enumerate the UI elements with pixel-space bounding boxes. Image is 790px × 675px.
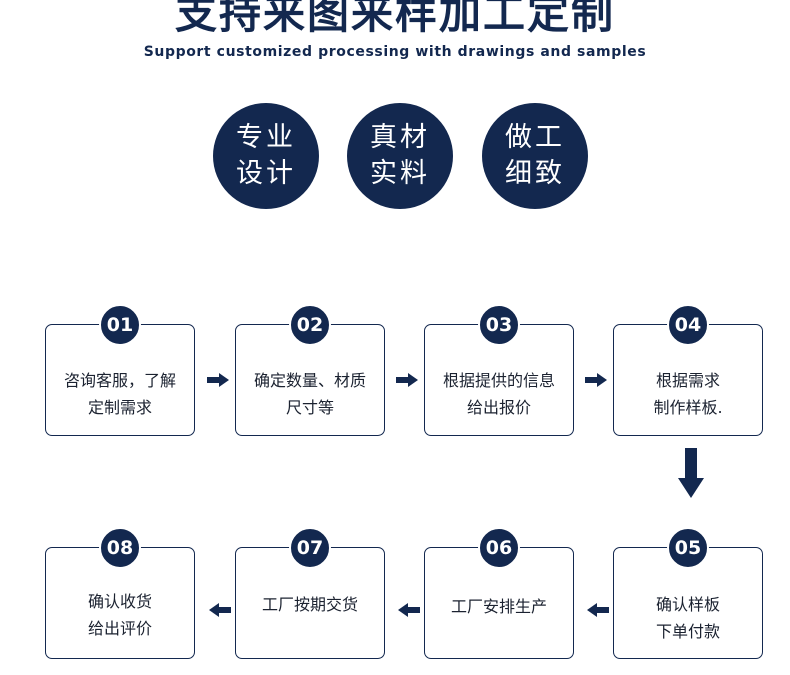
step-text: 确定数量、材质 尺寸等 bbox=[236, 367, 384, 421]
arrow-right-icon bbox=[207, 373, 229, 387]
arrow-left-icon bbox=[209, 603, 231, 617]
feature-circle-design: 专业 设计 bbox=[213, 103, 319, 209]
step-number-badge: 07 bbox=[289, 527, 331, 569]
step-number-badge: 01 bbox=[99, 304, 141, 346]
step-card-03: 03 根据提供的信息 给出报价 bbox=[424, 304, 574, 436]
feature-line: 实料 bbox=[370, 158, 430, 189]
step-number-badge: 04 bbox=[667, 304, 709, 346]
step-line: 根据需求 bbox=[655, 371, 720, 390]
step-line: 确定数量、材质 bbox=[253, 371, 366, 390]
step-card-08: 08 确认收货 给出评价 bbox=[45, 527, 195, 659]
step-line: 确认样板 bbox=[655, 595, 720, 614]
step-line: 根据提供的信息 bbox=[442, 371, 555, 390]
step-text: 根据需求 制作样板. bbox=[614, 367, 762, 421]
step-number-badge: 08 bbox=[99, 527, 141, 569]
arrow-right-icon bbox=[396, 373, 418, 387]
step-text: 咨询客服，了解 定制需求 bbox=[46, 367, 194, 421]
feature-line: 做工 bbox=[505, 122, 565, 153]
step-text: 根据提供的信息 给出报价 bbox=[425, 367, 573, 421]
feature-line: 真材 bbox=[370, 122, 430, 153]
step-card-04: 04 根据需求 制作样板. bbox=[613, 304, 763, 436]
step-text: 工厂按期交货 bbox=[236, 591, 384, 618]
step-line: 定制需求 bbox=[87, 398, 152, 417]
feature-line: 细致 bbox=[505, 158, 565, 189]
step-line: 制作样板. bbox=[653, 398, 723, 417]
step-line: 给出报价 bbox=[466, 398, 531, 417]
page-subtitle: Support customized processing with drawi… bbox=[143, 44, 647, 60]
step-card-07: 07 工厂按期交货 bbox=[235, 527, 385, 659]
step-line: 下单付款 bbox=[655, 622, 720, 641]
arrow-down-icon bbox=[678, 448, 704, 498]
arrow-left-icon bbox=[587, 603, 609, 617]
feature-circle-craft: 做工 细致 bbox=[482, 103, 588, 209]
page-title: 支持来图来样加工定制 bbox=[174, 0, 615, 38]
step-line: 尺寸等 bbox=[285, 398, 334, 417]
arrow-right-icon bbox=[585, 373, 607, 387]
step-line: 确认收货 bbox=[87, 592, 152, 611]
step-line: 工厂安排生产 bbox=[450, 597, 547, 616]
step-line: 工厂按期交货 bbox=[261, 595, 358, 614]
step-text: 确认收货 给出评价 bbox=[46, 588, 194, 642]
arrow-left-icon bbox=[398, 603, 420, 617]
step-card-01: 01 咨询客服，了解 定制需求 bbox=[45, 304, 195, 436]
step-text: 工厂安排生产 bbox=[425, 593, 573, 620]
step-line: 咨询客服，了解 bbox=[63, 371, 176, 390]
feature-circle-material: 真材 实料 bbox=[347, 103, 453, 209]
step-number-badge: 06 bbox=[478, 527, 520, 569]
feature-line: 设计 bbox=[236, 158, 296, 189]
feature-line: 专业 bbox=[236, 122, 296, 153]
step-number-badge: 05 bbox=[667, 527, 709, 569]
step-line: 给出评价 bbox=[87, 619, 152, 638]
step-card-06: 06 工厂安排生产 bbox=[424, 527, 574, 659]
step-number-badge: 03 bbox=[478, 304, 520, 346]
step-number-badge: 02 bbox=[289, 304, 331, 346]
step-card-02: 02 确定数量、材质 尺寸等 bbox=[235, 304, 385, 436]
step-card-05: 05 确认样板 下单付款 bbox=[613, 527, 763, 659]
step-text: 确认样板 下单付款 bbox=[614, 591, 762, 645]
